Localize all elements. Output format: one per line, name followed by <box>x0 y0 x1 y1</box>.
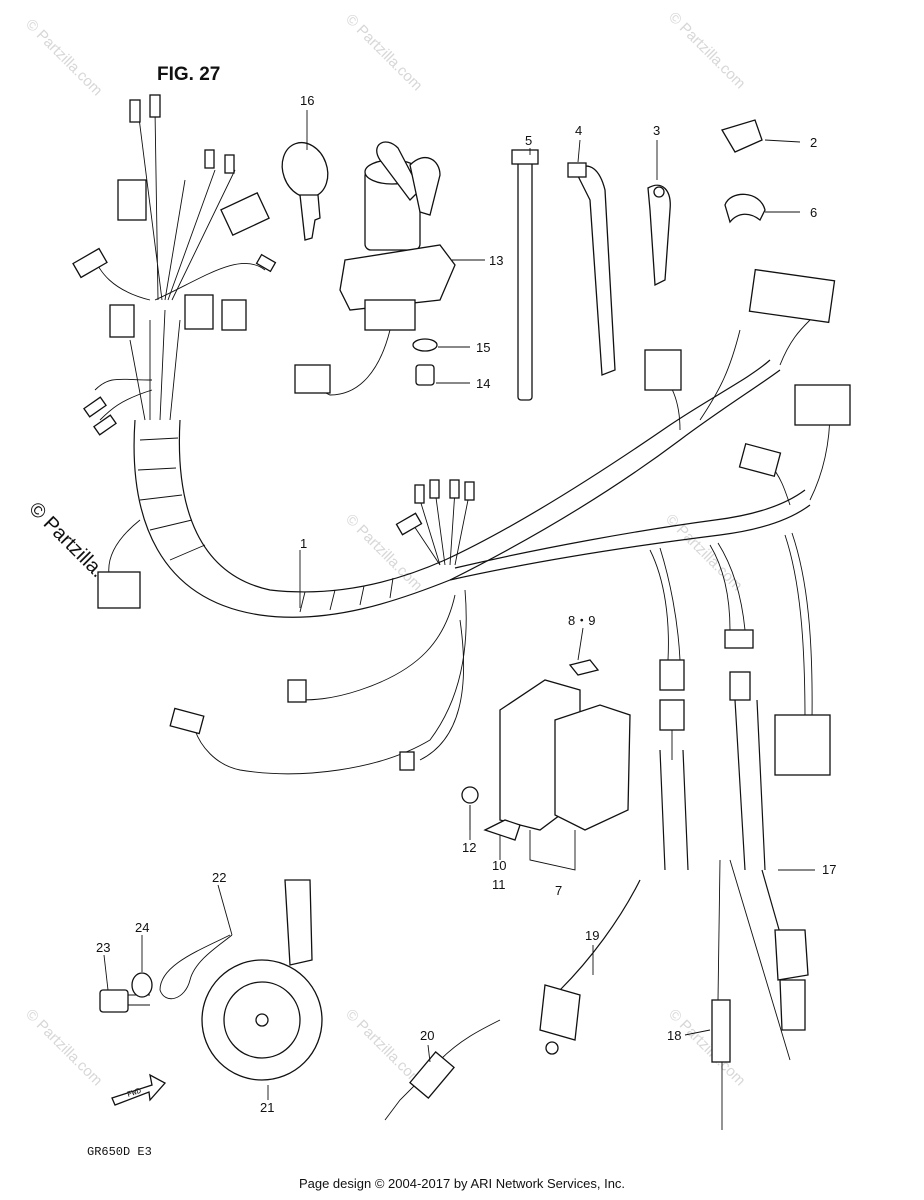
callout-4: 4 <box>575 123 582 138</box>
connector <box>184 294 214 330</box>
terminal <box>149 94 161 118</box>
watermark: © Partzilla.com <box>342 11 425 94</box>
connector <box>659 659 685 691</box>
terminal <box>83 396 107 418</box>
spring-18 <box>711 859 731 1130</box>
callout-15: 15 <box>476 340 490 355</box>
terminal <box>204 149 215 169</box>
connector <box>774 714 831 776</box>
watermark: © Partzilla.com <box>22 16 105 99</box>
terminal <box>399 751 415 771</box>
fuse <box>568 659 600 676</box>
washer <box>461 786 479 804</box>
terminal <box>129 99 141 123</box>
watermark: © Partzilla.com <box>665 1006 748 1089</box>
connector <box>117 179 147 221</box>
washer <box>412 338 438 352</box>
regulator <box>461 659 631 871</box>
horn <box>99 879 323 1081</box>
spring-20 <box>384 1019 501 1121</box>
switch-19 <box>539 879 641 1055</box>
callout-12: 12 <box>462 840 476 855</box>
connector <box>97 571 141 609</box>
terminal <box>729 671 751 701</box>
callout-24: 24 <box>135 920 149 935</box>
callout-13: 13 <box>489 253 503 268</box>
ignition-switch <box>294 141 456 396</box>
callout-3: 3 <box>653 123 660 138</box>
callout-2: 2 <box>810 135 817 150</box>
connector <box>72 247 108 279</box>
callout-11: 11 <box>492 877 506 892</box>
terminal <box>255 253 277 273</box>
callout-8-9: 8・9 <box>568 613 595 628</box>
watermark: © Partzilla.com <box>665 9 748 92</box>
terminal <box>429 479 440 499</box>
callout-1: 1 <box>300 536 307 551</box>
fwd-arrow-icon: FWD <box>111 1073 167 1106</box>
screw <box>483 819 521 841</box>
callout-6: 6 <box>810 205 817 220</box>
band-4 <box>567 162 616 376</box>
terminal <box>464 481 475 501</box>
connector <box>109 304 135 338</box>
callout-23: 23 <box>96 940 110 955</box>
connector <box>794 384 851 426</box>
watermark: © Partzilla.com <box>342 1006 425 1089</box>
callout-19: 19 <box>585 928 599 943</box>
bolt <box>99 989 129 1013</box>
terminal <box>93 414 117 436</box>
connector <box>738 442 782 478</box>
watermark: © Partzilla.com <box>22 1006 105 1089</box>
callout-10: 10 <box>492 858 506 873</box>
connector <box>221 299 247 331</box>
connector <box>294 364 331 394</box>
connector <box>169 707 205 735</box>
callouts: 1 2 3 4 5 6 7 8・9 10 11 12 13 14 15 16 1… <box>96 93 836 1115</box>
fwd-label: FWD <box>126 1087 143 1100</box>
callout-22: 22 <box>212 870 226 885</box>
callout-20: 20 <box>420 1028 434 1043</box>
callout-7: 7 <box>555 883 562 898</box>
leader-lines <box>103 110 815 1100</box>
connector <box>220 191 270 237</box>
clamp-2 <box>721 119 763 153</box>
model-code: GR650D E3 <box>87 1145 152 1159</box>
callout-21: 21 <box>260 1100 274 1115</box>
watermark: © Partzilla.com <box>662 511 745 594</box>
terminal <box>414 484 425 504</box>
screw <box>415 364 435 386</box>
switch-17 <box>729 859 809 1061</box>
clamp-3 <box>647 184 671 287</box>
callout-5: 5 <box>525 133 532 148</box>
page-footer: Page design © 2004-2017 by ARI Network S… <box>298 1176 626 1191</box>
connector <box>644 349 682 391</box>
terminal <box>724 629 754 649</box>
terminal <box>449 479 460 499</box>
callout-17: 17 <box>822 862 836 877</box>
connector <box>659 699 685 731</box>
key <box>281 141 329 241</box>
connector <box>748 268 836 324</box>
callout-16: 16 <box>300 93 314 108</box>
washer <box>131 972 153 998</box>
terminal <box>224 154 235 174</box>
callout-14: 14 <box>476 376 490 391</box>
callout-18: 18 <box>667 1028 681 1043</box>
connector <box>287 679 307 703</box>
figure-title: FIG. 27 <box>157 64 220 85</box>
wiring-harness <box>72 94 851 871</box>
band-5 <box>511 149 539 401</box>
terminal <box>395 512 423 536</box>
clamp-6 <box>724 193 766 224</box>
